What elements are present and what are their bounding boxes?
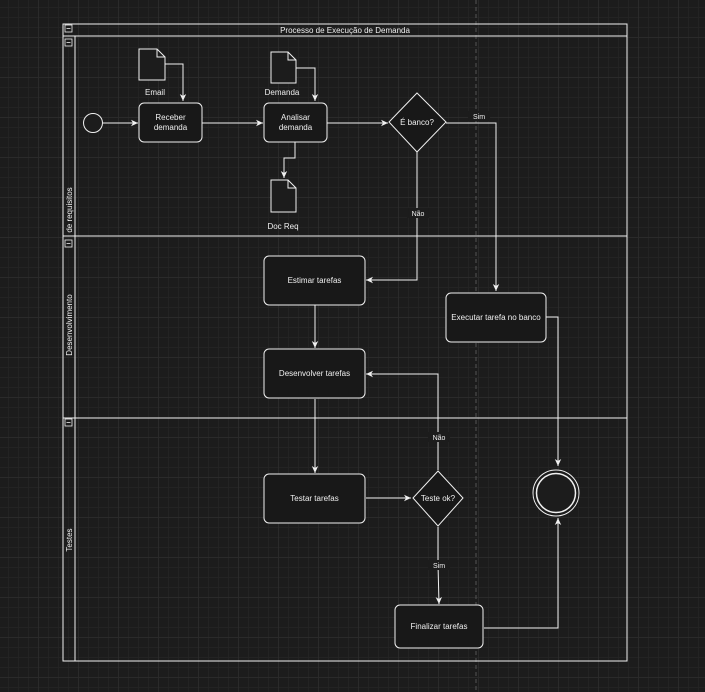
edge-analisar-to-docreq bbox=[280, 142, 296, 178]
document-label: Demanda bbox=[265, 88, 300, 97]
task-finalizar-tarefas[interactable]: Finalizar tarefas bbox=[394, 604, 484, 649]
gateway-e-banco[interactable]: É banco? bbox=[388, 92, 447, 153]
task-label: Desenvolver tarefas bbox=[279, 369, 350, 378]
document-label: Doc Req bbox=[267, 222, 298, 231]
pool: Processo de Execução de Demanda de requi… bbox=[62, 23, 628, 662]
edge-email-to-receber bbox=[158, 63, 187, 101]
pool-border bbox=[62, 23, 628, 662]
edge-nao-to-desenvolver bbox=[366, 370, 439, 470]
edge-label-nao: Não bbox=[433, 435, 446, 442]
start-event[interactable] bbox=[83, 113, 103, 133]
edge-demanda-to-analisar bbox=[290, 67, 319, 101]
lane-collapse-toggle[interactable] bbox=[64, 418, 73, 427]
edge-executar-to-end bbox=[546, 316, 562, 466]
pool-title: Processo de Execução de Demanda bbox=[280, 26, 410, 35]
edge-sim-to-executar bbox=[446, 122, 500, 291]
edge-nao-to-estimar bbox=[366, 152, 418, 284]
lane-collapse-toggle[interactable] bbox=[64, 239, 73, 248]
task-label: Executar tarefa no banco bbox=[451, 313, 541, 322]
document-icon bbox=[270, 179, 297, 213]
task-executar-tarefa-no-banco[interactable]: Executar tarefa no banco bbox=[445, 292, 547, 343]
task-label: Finalizar tarefas bbox=[411, 622, 468, 631]
task-label: Analisar demanda bbox=[278, 112, 313, 132]
edge-label-sim: Sim bbox=[433, 563, 445, 570]
task-analisar-demanda[interactable]: Analisar demanda bbox=[263, 102, 328, 143]
document-label: Email bbox=[145, 88, 165, 97]
lane-label-testes: Testes bbox=[65, 528, 74, 551]
edges bbox=[103, 63, 562, 629]
edge-label-nao: Não bbox=[412, 211, 425, 218]
gateway-label: É banco? bbox=[400, 118, 434, 127]
task-desenvolver-tarefas[interactable]: Desenvolver tarefas bbox=[263, 348, 366, 399]
task-label: Testar tarefas bbox=[290, 494, 338, 503]
lane-label-requisitos: de requisitos bbox=[65, 187, 74, 232]
pool-collapse-toggle[interactable] bbox=[64, 24, 73, 33]
task-label: Estimar tarefas bbox=[288, 276, 342, 285]
edge-labels: Sim Não Não Sim bbox=[407, 111, 490, 570]
document-email[interactable]: Email bbox=[138, 48, 166, 97]
gateway-label: Teste ok? bbox=[421, 494, 456, 503]
end-event[interactable] bbox=[532, 469, 580, 517]
gateway-teste-ok[interactable]: Teste ok? bbox=[412, 470, 464, 527]
task-testar-tarefas[interactable]: Testar tarefas bbox=[263, 473, 366, 524]
document-demanda[interactable]: Demanda bbox=[265, 51, 300, 97]
edge-label-sim: Sim bbox=[473, 114, 485, 121]
document-icon bbox=[270, 51, 297, 84]
task-receber-demanda[interactable]: Receber demanda bbox=[138, 102, 203, 143]
task-estimar-tarefas[interactable]: Estimar tarefas bbox=[263, 255, 366, 306]
document-icon bbox=[138, 48, 166, 81]
document-doc-req[interactable]: Doc Req bbox=[267, 179, 299, 231]
lane-collapse-toggle[interactable] bbox=[64, 38, 73, 47]
lane-label-desenvolvimento: Desenvolvimento bbox=[65, 294, 74, 356]
task-label: Receber demanda bbox=[153, 112, 188, 132]
edge-finalizar-to-end bbox=[484, 518, 562, 629]
